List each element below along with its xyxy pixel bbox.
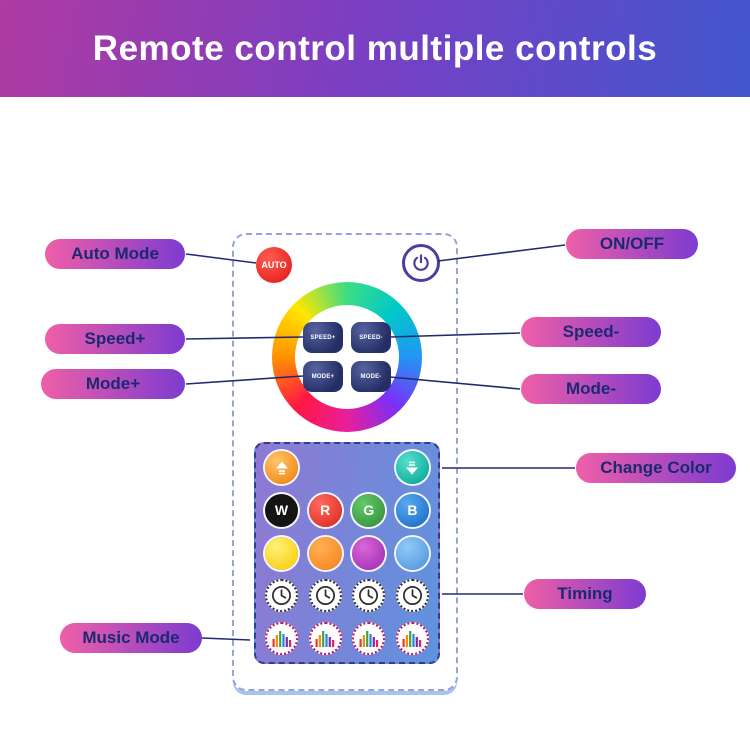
- pad-row-wrgb: W R G B: [265, 493, 429, 527]
- mode-minus-button[interactable]: MODE-: [351, 361, 391, 392]
- equalizer-icon: [315, 630, 335, 647]
- equalizer-icon: [272, 630, 291, 647]
- callout-music-mode: Music Mode: [60, 623, 202, 653]
- timing-button-1[interactable]: [265, 579, 298, 613]
- blue-button[interactable]: B: [395, 493, 429, 527]
- callout-speed-plus: Speed+: [45, 324, 185, 354]
- music-button-4[interactable]: [395, 622, 429, 655]
- pad-row-arrows: [265, 451, 429, 484]
- white-button[interactable]: W: [265, 493, 298, 527]
- auto-button[interactable]: AUTO: [256, 247, 292, 283]
- light-blue-color-button[interactable]: [395, 536, 429, 570]
- timing-button-2[interactable]: [308, 579, 342, 613]
- callout-mode-plus: Mode+: [41, 369, 185, 399]
- speed-minus-button[interactable]: SPEED-: [351, 322, 391, 353]
- green-button[interactable]: G: [352, 493, 386, 527]
- clock-icon: [315, 586, 335, 606]
- callout-speed-minus: Speed-: [521, 317, 661, 347]
- mode-plus-button[interactable]: MODE+: [303, 361, 343, 392]
- equalizer-icon: [402, 630, 422, 647]
- clock-icon: [402, 586, 422, 606]
- color-wheel: SPEED+ SPEED- MODE+ MODE-: [272, 282, 422, 432]
- pad-row-colors: [265, 536, 429, 570]
- key-pad: W R G B: [254, 442, 440, 664]
- page-title: Remote control multiple controls: [92, 28, 658, 68]
- header-banner: Remote control multiple controls: [0, 0, 750, 97]
- equalizer-icon: [359, 630, 379, 647]
- down-arrow-icon: [406, 461, 419, 474]
- magenta-color-button[interactable]: [352, 536, 386, 570]
- callout-timing: Timing: [524, 579, 646, 609]
- clock-icon: [272, 586, 291, 606]
- timing-button-4[interactable]: [395, 579, 429, 613]
- up-arrow-icon: [275, 461, 288, 474]
- music-button-1[interactable]: [265, 622, 298, 655]
- yellow-color-button[interactable]: [265, 536, 298, 570]
- power-button[interactable]: [402, 244, 440, 282]
- brightness-up-button[interactable]: [265, 451, 298, 484]
- callout-on-off: ON/OFF: [566, 229, 698, 259]
- remote-control: AUTO SPEED+ SPEED- MODE+ MODE-: [232, 233, 458, 691]
- brightness-down-button[interactable]: [395, 451, 429, 484]
- callout-mode-minus: Mode-: [521, 374, 661, 404]
- orange-color-button[interactable]: [308, 536, 342, 570]
- clock-icon: [359, 586, 379, 606]
- timing-button-3[interactable]: [352, 579, 386, 613]
- red-button[interactable]: R: [308, 493, 342, 527]
- power-icon: [413, 254, 429, 271]
- music-button-3[interactable]: [352, 622, 386, 655]
- callout-auto-mode: Auto Mode: [45, 239, 185, 269]
- speed-plus-button[interactable]: SPEED+: [303, 322, 343, 353]
- wheel-buttons: SPEED+ SPEED- MODE+ MODE-: [303, 322, 391, 392]
- pad-row-timing: [265, 579, 429, 613]
- music-button-2[interactable]: [308, 622, 342, 655]
- pad-row-music: [265, 622, 429, 655]
- callout-change-color: Change Color: [576, 453, 736, 483]
